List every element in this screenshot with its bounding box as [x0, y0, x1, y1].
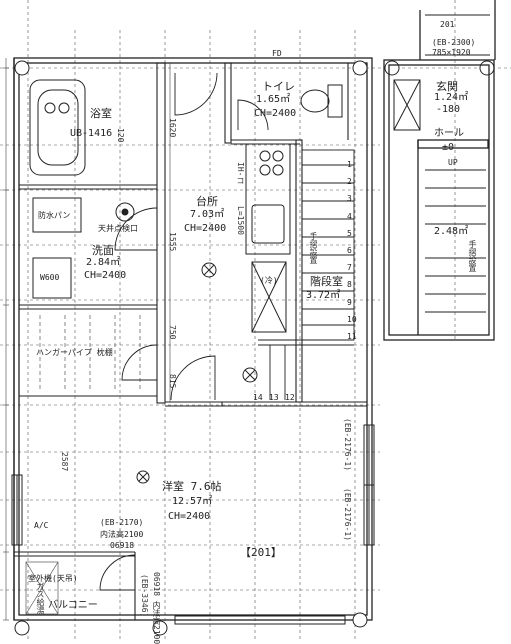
western-area: 12.57㎡	[172, 496, 213, 507]
hall-light-icon	[242, 367, 258, 383]
fd-label: FD	[272, 49, 282, 58]
western-light-icon	[136, 470, 150, 484]
window-bottom	[174, 615, 346, 625]
a-c-label: A/C	[34, 521, 49, 530]
stair-step-number: 3	[347, 194, 352, 204]
washroom-name: 洗面	[92, 244, 114, 257]
stair-step-number: 9	[347, 297, 352, 307]
wc-ch: CH=2400	[254, 108, 297, 119]
right-unit-walls	[383, 0, 496, 341]
entrance-shoebox	[393, 79, 421, 131]
stair-step-number: 10	[347, 314, 357, 324]
handrail-2: 手摺設置	[468, 240, 477, 272]
washroom-area: 2.84㎡	[86, 257, 121, 268]
unit-201-top: 201	[440, 20, 455, 29]
stair-step-number: 12	[285, 393, 295, 402]
dim-1620: 1620	[168, 118, 177, 138]
closet-hanger	[39, 315, 141, 390]
eb3346-label: (EB-3346)	[140, 574, 149, 618]
ceiling-hatch-icon	[115, 202, 135, 222]
western-name: 洋室 7.6帖	[162, 480, 222, 493]
door-top-size: 785×1920	[432, 48, 471, 57]
w600-label: W600	[40, 273, 60, 282]
windows-right	[363, 424, 375, 546]
stair-step-number: 5	[347, 228, 352, 238]
eb2176-bottom: (EB-2176-1)	[343, 488, 352, 541]
right-unit-stairs	[425, 169, 486, 313]
bathtub	[29, 79, 86, 176]
entrance-area: 1.24㎡	[434, 92, 469, 103]
stair-step-number: 14	[253, 393, 263, 402]
door-swings	[99, 72, 269, 591]
dim-120: 120	[116, 128, 125, 143]
wc-area: 1.65㎡	[256, 94, 291, 105]
kitchen-counter	[245, 143, 291, 333]
hall-up: UP	[448, 158, 458, 167]
top-door	[425, 14, 490, 56]
entrance-level: -180	[436, 104, 461, 115]
dim-1555: 1555	[168, 232, 177, 252]
stair-step-number: 2	[347, 177, 352, 187]
ih-label: IH-コ	[236, 162, 245, 185]
western-ch: CH=2400	[168, 511, 211, 522]
washbasin	[32, 257, 72, 299]
fridge-label: (冷)	[260, 276, 278, 285]
window-eb2170: (EB-2170)	[100, 518, 144, 527]
toilet	[300, 84, 343, 118]
stair-step-number: 8	[347, 280, 352, 290]
wc-name: トイレ	[262, 80, 295, 93]
kitchen-light-icon	[201, 262, 217, 278]
window-code: 06918	[110, 541, 135, 550]
interior-walls	[14, 62, 367, 620]
waterproof-pan	[32, 197, 82, 233]
eb3346-inner: 06918 内法高2100	[152, 572, 161, 644]
window-left	[11, 474, 23, 546]
hall-level: ±0	[442, 142, 455, 153]
hanger-pipe-label: ハンガーパイプ 枕棚	[36, 348, 113, 357]
hall-name: ホール	[434, 128, 464, 139]
balcony-hatching	[25, 561, 59, 615]
handrail-1: 手摺設置	[309, 232, 318, 264]
gas-meter: ガス給湯	[36, 582, 45, 614]
hall-area: 2.48㎡	[434, 226, 469, 237]
l1500-label: L=1500	[236, 206, 245, 235]
washroom-ch: CH=2400	[84, 270, 127, 281]
stair-step-number: 4	[347, 211, 352, 221]
stair-step-number: 7	[347, 263, 352, 273]
dim-750: 750	[168, 325, 177, 340]
entrance-name: 玄関	[436, 80, 458, 93]
dim-815: 815	[168, 374, 177, 389]
kitchen-area: 7.03㎡	[190, 209, 225, 220]
stair-step-number: 13	[269, 393, 279, 402]
unit-201-bottom: 【201】	[240, 546, 282, 559]
bath-unit: UB-1416	[70, 128, 113, 139]
ceiling-hatch-label: 天井点検口	[98, 224, 138, 233]
staircase	[258, 149, 355, 400]
waterproof-pan-label: 防水パン	[38, 211, 71, 220]
exterior-walls	[13, 57, 373, 621]
stair-step-number: 11	[347, 332, 357, 341]
outdoor-unit: 室外機(天吊)	[28, 574, 78, 583]
dim-2587: 2587	[60, 452, 69, 472]
stair-step-number: 6	[347, 246, 352, 255]
door-top-code: (EB-2300)	[432, 38, 476, 47]
kitchen-ch: CH=2400	[184, 223, 227, 234]
window-inner-height: 内法高2100	[100, 530, 144, 539]
stairs-name: 階段室	[310, 275, 343, 288]
kitchen-name: 台所	[196, 195, 218, 208]
stair-step-number: 1	[347, 160, 352, 169]
stairs-area: 3.72㎡	[306, 290, 341, 301]
balcony-name: バルコニー	[48, 600, 98, 611]
eb2176-top: (EB-2176-1)	[343, 418, 352, 471]
dimension-lines	[3, 58, 171, 621]
bath-name: 浴室	[90, 107, 112, 120]
